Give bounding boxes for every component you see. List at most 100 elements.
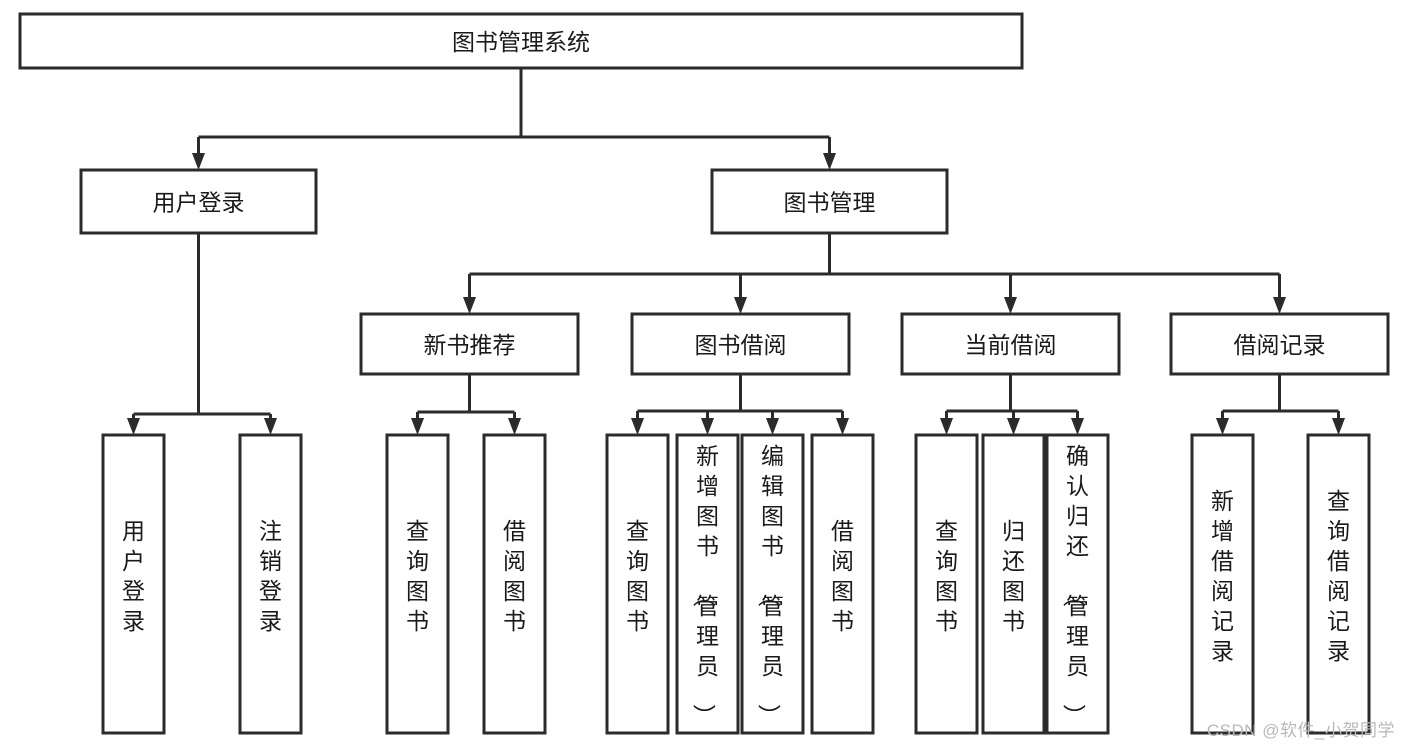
label-glyph: 归 — [1002, 518, 1025, 544]
label-glyph: 查 — [406, 518, 429, 544]
node-leaf-borrow-book-1[interactable]: 借阅图书 — [482, 433, 547, 735]
label-glyph: 管 — [761, 593, 784, 619]
node-box-leaf-logout-login[interactable] — [238, 433, 303, 735]
node-box-leaf-borrow-book-2[interactable] — [810, 433, 875, 735]
node-label-new-book-recommend: 新书推荐 — [424, 332, 516, 358]
node-box-leaf-query-book-3[interactable] — [914, 433, 979, 735]
node-layer: 图书管理系统用户登录图书管理新书推荐图书借阅当前借阅借阅记录用户登录注销登录查询… — [18, 12, 1390, 735]
label-glyph: 图 — [761, 503, 784, 529]
node-box-leaf-add-borrow-record[interactable] — [1190, 433, 1255, 735]
label-glyph: 图 — [935, 578, 958, 604]
watermark-text: CSDN @软件_小贺同学 — [1206, 721, 1395, 740]
label-glyph: 员 — [1066, 653, 1089, 679]
label-glyph: 新 — [696, 443, 719, 469]
label-glyph: 新 — [1211, 488, 1234, 514]
node-box-leaf-edit-book-admin[interactable] — [740, 433, 805, 735]
label-glyph: 阅 — [503, 548, 526, 574]
node-leaf-user-login[interactable]: 用户登录 — [101, 433, 166, 735]
label-glyph: 书 — [935, 608, 958, 634]
node-leaf-add-book-admin[interactable]: 新增图书（管理员） — [675, 433, 740, 735]
label-glyph: 员 — [761, 653, 784, 679]
node-box-leaf-user-login[interactable] — [101, 433, 166, 735]
arrow-head-icon — [264, 418, 277, 435]
node-box-leaf-borrow-book-1[interactable] — [482, 433, 547, 735]
arrow-head-icon — [1071, 418, 1084, 435]
label-glyph: 还 — [1002, 548, 1025, 574]
node-label-leaf-add-borrow-record: 新增借阅记录 — [1211, 488, 1234, 664]
node-box-leaf-query-borrow-record[interactable] — [1306, 433, 1371, 735]
label-glyph: 图 — [626, 578, 649, 604]
node-box-leaf-query-book-2[interactable] — [605, 433, 670, 735]
node-leaf-query-book-3[interactable]: 查询图书 — [914, 433, 979, 735]
label-glyph: 询 — [1327, 518, 1350, 544]
node-label-current-borrow: 当前借阅 — [965, 332, 1057, 358]
node-leaf-query-book-1[interactable]: 查询图书 — [385, 433, 450, 735]
label-glyph: 理 — [696, 623, 719, 649]
node-box-user-login[interactable] — [79, 168, 318, 235]
node-leaf-confirm-return-admin[interactable]: 确认归还（管理员） — [1045, 433, 1110, 735]
node-book-manage[interactable]: 图书管理 — [710, 168, 949, 235]
label-glyph: 借 — [1211, 548, 1234, 574]
node-label-leaf-borrow-book-1: 借阅图书 — [503, 518, 526, 634]
label-glyph: 员 — [696, 653, 719, 679]
arrow-head-icon — [631, 418, 644, 435]
label-glyph: 认 — [1066, 473, 1089, 499]
arrow-head-icon — [701, 418, 714, 435]
node-book-borrow[interactable]: 图书借阅 — [630, 312, 851, 376]
label-glyph: 借 — [1327, 548, 1350, 574]
label-glyph: 确 — [1066, 443, 1089, 469]
node-leaf-add-borrow-record[interactable]: 新增借阅记录 — [1190, 433, 1255, 735]
node-label-book-manage: 图书管理 — [784, 190, 876, 216]
label-glyph: 图 — [831, 578, 854, 604]
arrow-head-icon — [192, 153, 205, 170]
node-box-leaf-confirm-return-admin[interactable] — [1045, 433, 1110, 735]
label-glyph: 登 — [122, 578, 145, 604]
node-new-book-recommend[interactable]: 新书推荐 — [359, 312, 580, 376]
node-box-borrow-record[interactable] — [1169, 312, 1390, 376]
arrow-head-icon — [1273, 297, 1286, 314]
label-glyph: 借 — [831, 518, 854, 544]
node-leaf-borrow-book-2[interactable]: 借阅图书 — [810, 433, 875, 735]
node-borrow-record[interactable]: 借阅记录 — [1169, 312, 1390, 376]
arrow-head-icon — [1332, 418, 1345, 435]
arrow-head-icon — [1004, 297, 1017, 314]
node-leaf-query-book-2[interactable]: 查询图书 — [605, 433, 670, 735]
node-root[interactable]: 图书管理系统 — [18, 12, 1024, 70]
node-leaf-return-book[interactable]: 归还图书 — [981, 433, 1046, 735]
node-leaf-query-borrow-record[interactable]: 查询借阅记录 — [1306, 433, 1371, 735]
label-glyph: 阅 — [831, 548, 854, 574]
node-box-current-borrow[interactable] — [900, 312, 1121, 376]
arrow-head-icon — [1007, 418, 1020, 435]
label-glyph: ） — [691, 704, 717, 727]
label-glyph: 归 — [1066, 503, 1089, 529]
arrow-head-icon — [127, 418, 140, 435]
label-glyph: 管 — [1066, 593, 1089, 619]
node-box-root[interactable] — [18, 12, 1024, 70]
label-glyph: 户 — [122, 548, 145, 574]
node-box-book-manage[interactable] — [710, 168, 949, 235]
node-box-leaf-return-book[interactable] — [981, 433, 1046, 735]
label-glyph: 书 — [626, 608, 649, 634]
node-box-leaf-add-book-admin[interactable] — [675, 433, 740, 735]
label-glyph: 管 — [696, 593, 719, 619]
node-box-leaf-query-book-1[interactable] — [385, 433, 450, 735]
label-glyph: 阅 — [1327, 578, 1350, 604]
node-leaf-logout-login[interactable]: 注销登录 — [238, 433, 303, 735]
label-glyph: （ — [1061, 584, 1087, 607]
label-glyph: 询 — [935, 548, 958, 574]
label-glyph: （ — [756, 584, 782, 607]
node-user-login[interactable]: 用户登录 — [79, 168, 318, 235]
node-box-book-borrow[interactable] — [630, 312, 851, 376]
label-glyph: 还 — [1066, 533, 1089, 559]
node-box-new-book-recommend[interactable] — [359, 312, 580, 376]
arrow-head-icon — [940, 418, 953, 435]
label-glyph: 理 — [761, 623, 784, 649]
node-current-borrow[interactable]: 当前借阅 — [900, 312, 1121, 376]
node-label-borrow-record: 借阅记录 — [1234, 332, 1326, 358]
label-glyph: 询 — [406, 548, 429, 574]
label-glyph: 录 — [1211, 638, 1234, 664]
arrow-head-icon — [463, 297, 476, 314]
node-leaf-edit-book-admin[interactable]: 编辑图书（管理员） — [740, 433, 805, 735]
